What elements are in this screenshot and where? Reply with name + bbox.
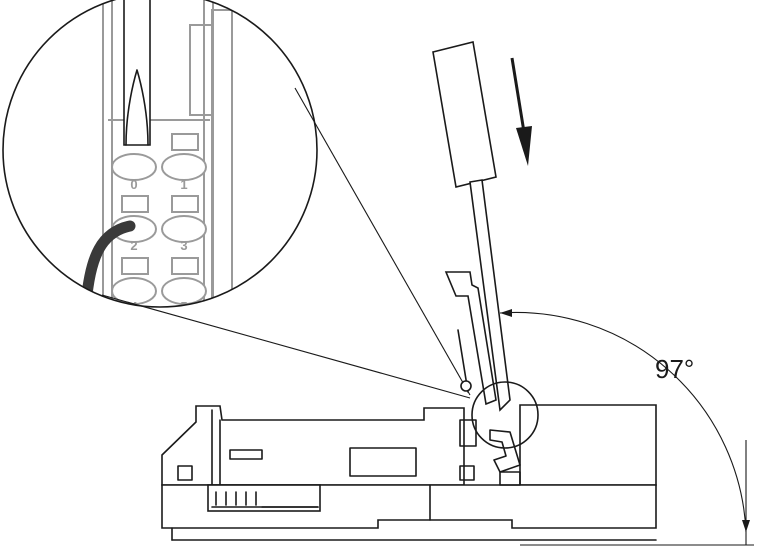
terminal-label-2: 2	[130, 238, 137, 253]
device-base	[161, 404, 657, 541]
terminal-label-4: 4	[130, 299, 138, 314]
terminal-hole-3	[161, 215, 207, 243]
terminal-label-3: 3	[180, 238, 187, 253]
down-arrow-icon	[510, 57, 532, 166]
terminal-hole-1	[161, 153, 207, 181]
terminal-label-0: 0	[130, 177, 137, 192]
screwdriver	[432, 41, 511, 412]
detail-circle	[471, 381, 539, 486]
terminal-hole-5	[161, 277, 207, 305]
angle-indicator: 97°	[499, 309, 754, 546]
screwdriver-shaft	[469, 179, 511, 412]
angle-label: 97°	[655, 354, 694, 384]
mounting-clip	[444, 271, 497, 406]
zoom-detail: 0 1 2 3 4 5	[2, 0, 318, 314]
connector-pins	[211, 491, 319, 508]
terminal-label-1: 1	[180, 177, 187, 192]
zoom-projection-lines	[101, 87, 471, 399]
screwdriver-handle	[432, 41, 497, 188]
terminal-label-5: 5	[180, 299, 187, 314]
terminal-hole-0	[111, 153, 157, 181]
